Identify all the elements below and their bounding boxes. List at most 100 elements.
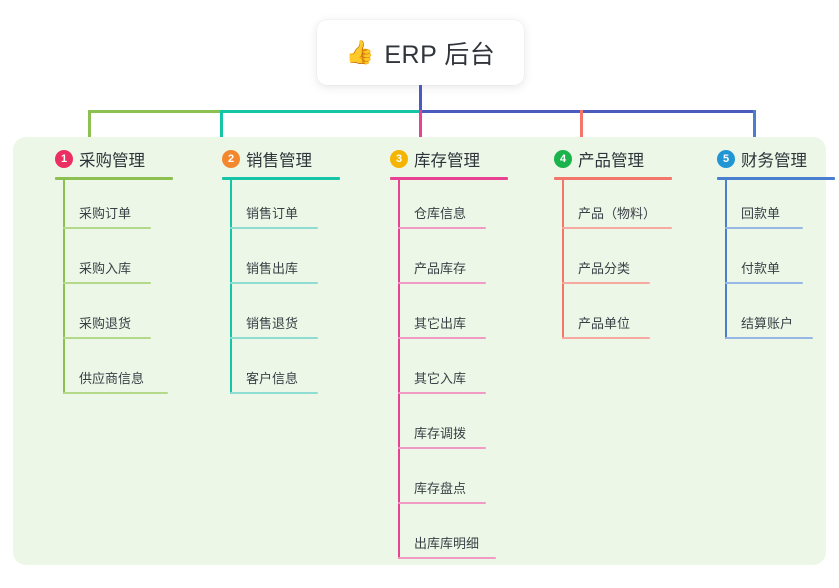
branch-number-badge: 3 xyxy=(390,150,408,168)
branch-item-underline xyxy=(725,337,813,339)
branch-number-badge: 4 xyxy=(554,150,572,168)
branch-item-underline xyxy=(63,337,151,339)
branch-item[interactable]: 供应商信息 xyxy=(63,370,168,394)
branch-number-badge: 1 xyxy=(55,150,73,168)
branch-header-5[interactable]: 5 财务管理 xyxy=(692,147,839,171)
branch-item[interactable]: 采购订单 xyxy=(63,205,151,229)
branch-title: 财务管理 xyxy=(741,152,807,170)
drop-col-5 xyxy=(753,110,756,145)
branch-spine xyxy=(230,178,232,394)
branch-header-underline xyxy=(390,177,508,180)
branch-item-label: 库存盘点 xyxy=(414,481,467,496)
branch-item-underline xyxy=(230,392,318,394)
branch-header-4[interactable]: 4 产品管理 xyxy=(529,147,689,171)
branch-item[interactable]: 产品（物料） xyxy=(562,205,672,229)
branch-item-label: 其它入库 xyxy=(414,371,467,386)
branch-item[interactable]: 付款单 xyxy=(725,260,803,284)
branch-item-underline xyxy=(562,227,672,229)
branch-title: 销售管理 xyxy=(246,152,312,170)
branch-item-label: 回款单 xyxy=(741,206,781,221)
branch-column-1: 1 采购管理采购订单采购入库采购退货供应商信息 xyxy=(30,147,190,394)
branch-item[interactable]: 采购退货 xyxy=(63,315,151,339)
branch-item[interactable]: 库存盘点 xyxy=(398,480,486,504)
branch-item-label: 采购入库 xyxy=(79,261,132,276)
thumbs-up-icon: 👍 xyxy=(345,39,375,65)
branch-column-4: 4 产品管理产品（物料） 产品分类产品单位 xyxy=(529,147,689,339)
branch-item-underline xyxy=(230,282,318,284)
branch-item-underline xyxy=(562,282,650,284)
root-node[interactable]: 👍 ERP 后台 xyxy=(317,20,524,85)
branch-header-underline xyxy=(222,177,340,180)
branch-item[interactable]: 产品库存 xyxy=(398,260,486,284)
branch-item[interactable]: 客户信息 xyxy=(230,370,318,394)
branch-item[interactable]: 销售退货 xyxy=(230,315,318,339)
branch-item-underline xyxy=(725,282,803,284)
branch-item-underline xyxy=(398,557,496,559)
drop-col-3 xyxy=(419,110,422,145)
branch-item-label: 销售订单 xyxy=(246,206,299,221)
branch-spine xyxy=(398,178,400,559)
branch-item-underline xyxy=(230,227,318,229)
branch-column-2: 2 销售管理销售订单销售出库销售退货客户信息 xyxy=(197,147,357,394)
root-trunk-line xyxy=(419,85,422,112)
branch-item-label: 销售退货 xyxy=(246,316,299,331)
branch-item-underline xyxy=(63,392,168,394)
branch-spine xyxy=(725,178,727,339)
branch-item-underline xyxy=(230,337,318,339)
branch-item[interactable]: 回款单 xyxy=(725,205,803,229)
root-node-title: ERP 后台 xyxy=(384,40,496,69)
branch-item[interactable]: 产品单位 xyxy=(562,315,650,339)
branch-header-underline xyxy=(55,177,173,180)
branch-item-label: 产品库存 xyxy=(414,261,467,276)
branch-title: 采购管理 xyxy=(79,152,145,170)
branch-item-label: 客户信息 xyxy=(246,371,299,386)
branch-item-underline xyxy=(63,282,151,284)
branch-item-underline xyxy=(562,337,650,339)
branch-header-underline xyxy=(717,177,835,180)
branch-item[interactable]: 库存调拨 xyxy=(398,425,486,449)
branch-item-label: 销售出库 xyxy=(246,261,299,276)
drop-col-4 xyxy=(580,110,583,145)
branch-item[interactable]: 销售订单 xyxy=(230,205,318,229)
branch-item[interactable]: 采购入库 xyxy=(63,260,151,284)
drop-col-2 xyxy=(220,110,223,145)
branch-item-underline xyxy=(398,502,486,504)
branch-item[interactable]: 其它出库 xyxy=(398,315,486,339)
branch-item[interactable]: 结算账户 xyxy=(725,315,813,339)
branch-item-underline xyxy=(398,392,486,394)
branch-item-label: 出库库明细 xyxy=(414,536,480,551)
branch-item[interactable]: 出库库明细 xyxy=(398,535,496,559)
branch-number-badge: 2 xyxy=(222,150,240,168)
branch-item-label: 结算账户 xyxy=(741,316,794,331)
branch-header-underline xyxy=(554,177,672,180)
branch-column-5: 5 财务管理回款单付款单结算账户 xyxy=(692,147,839,339)
drop-col-1 xyxy=(88,110,91,145)
content-panel xyxy=(13,137,826,565)
bus-segment-left xyxy=(88,110,220,113)
branch-item-label: 仓库信息 xyxy=(414,206,467,221)
branch-item[interactable]: 仓库信息 xyxy=(398,205,486,229)
branch-item-label: 库存调拨 xyxy=(414,426,467,441)
branch-header-1[interactable]: 1 采购管理 xyxy=(30,147,190,171)
branch-item-label: 产品（物料） xyxy=(578,206,657,221)
branch-item-underline xyxy=(398,447,486,449)
branch-item[interactable]: 其它入库 xyxy=(398,370,486,394)
branch-item-underline xyxy=(63,227,151,229)
branch-item-label: 产品分类 xyxy=(578,261,631,276)
branch-header-2[interactable]: 2 销售管理 xyxy=(197,147,357,171)
branch-item[interactable]: 产品分类 xyxy=(562,260,650,284)
bus-segment-middle xyxy=(220,110,420,113)
branch-item[interactable]: 销售出库 xyxy=(230,260,318,284)
branch-title: 产品管理 xyxy=(578,152,644,170)
branch-number-badge: 5 xyxy=(717,150,735,168)
branch-item-label: 其它出库 xyxy=(414,316,467,331)
branch-item-label: 采购订单 xyxy=(79,206,132,221)
branch-spine xyxy=(63,178,65,394)
branch-item-label: 供应商信息 xyxy=(79,371,145,386)
branch-item-underline xyxy=(725,227,803,229)
branch-item-underline xyxy=(398,282,486,284)
branch-item-underline xyxy=(398,337,486,339)
